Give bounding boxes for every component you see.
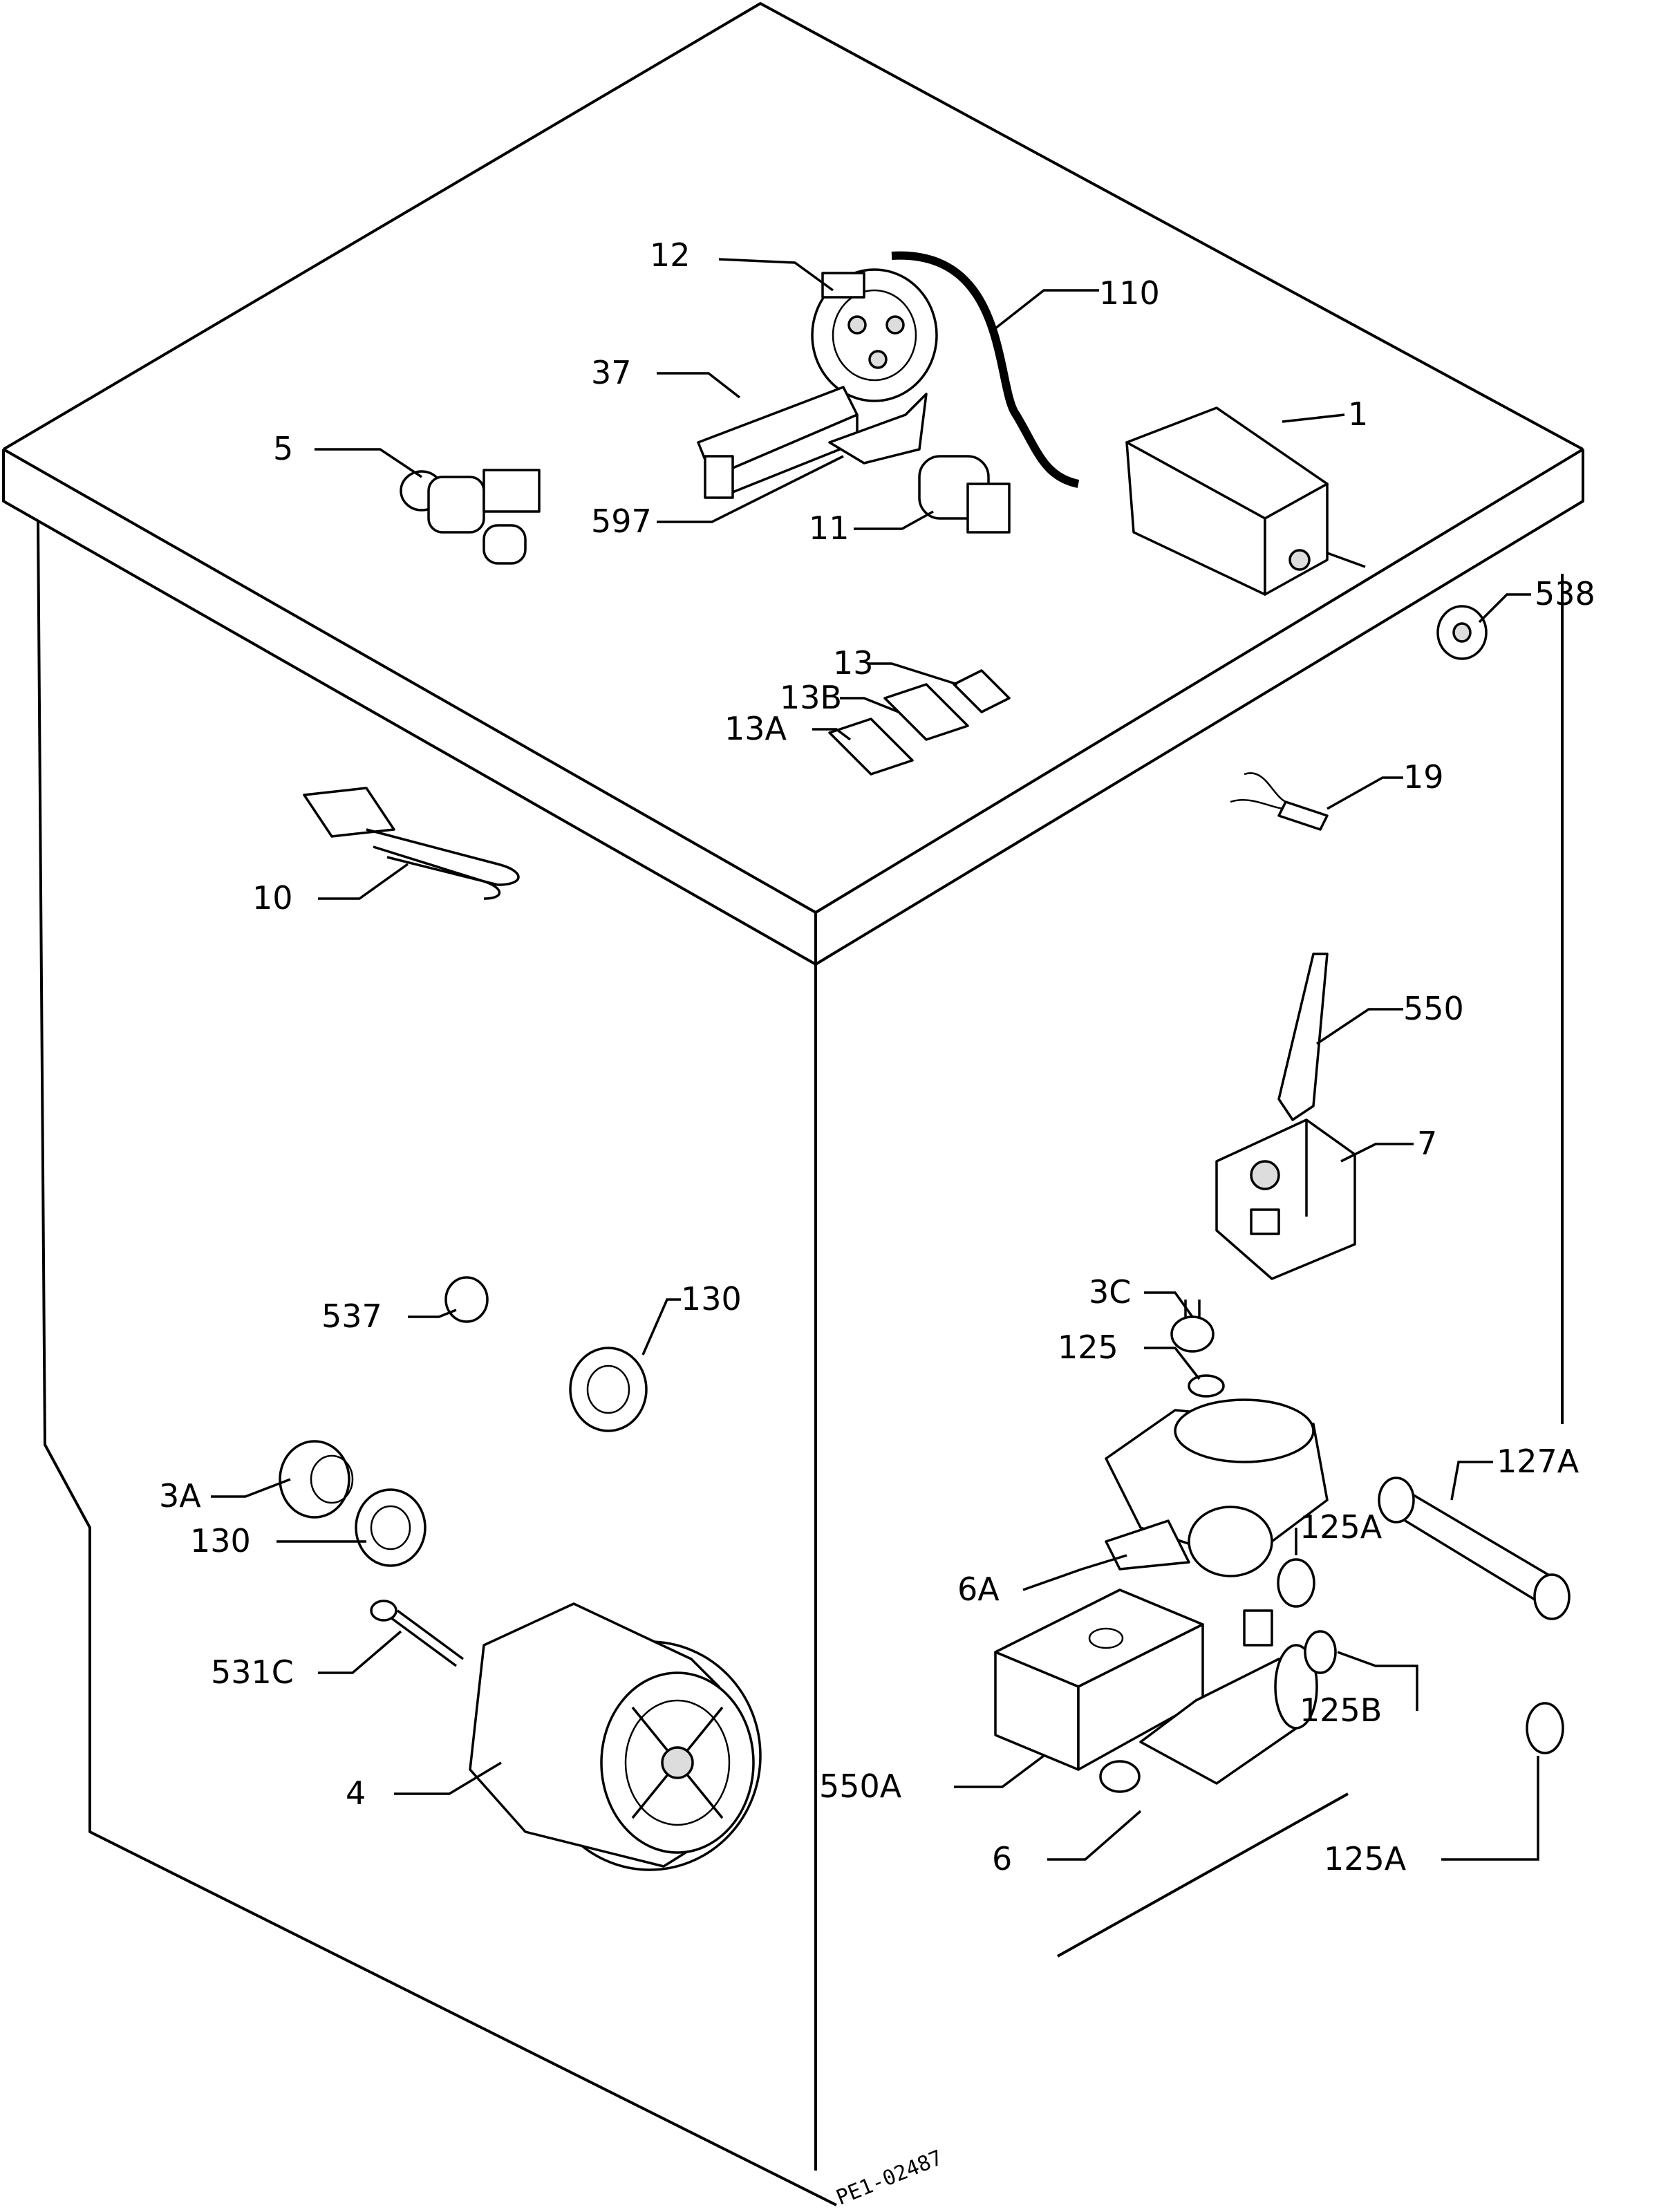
sensor-part-3c — [1170, 1300, 1215, 1353]
drawing-stamp: PE1-02487 — [833, 2146, 946, 2209]
suppressor-part-11 — [918, 455, 1011, 534]
label-130-left: 130 — [190, 1522, 251, 1559]
label-125a-lower: 125A — [1324, 1840, 1407, 1877]
seal-part-125b — [1304, 1630, 1337, 1674]
label-127a: 127A — [1497, 1443, 1580, 1480]
seal-part-125 — [1188, 1374, 1225, 1398]
label-6a: 6A — [957, 1571, 1000, 1608]
leader-lines — [211, 258, 1539, 1861]
label-550: 550 — [1403, 990, 1464, 1027]
seal-part-125a-upper — [1277, 1558, 1315, 1608]
sensor-part-19 — [1230, 772, 1329, 831]
connector-part-13b — [883, 683, 969, 741]
cover-part-550a — [994, 1588, 1204, 1771]
label-130-top: 130 — [681, 1280, 742, 1318]
label-19: 19 — [1403, 758, 1444, 796]
label-4: 4 — [346, 1774, 366, 1812]
label-10: 10 — [252, 879, 293, 917]
thermostat-part-3a — [279, 1440, 354, 1519]
label-3a: 3A — [159, 1477, 201, 1515]
grommet-part-130-left — [355, 1488, 427, 1567]
lever-part-550 — [1277, 953, 1329, 1121]
seal-part-125a-lower — [1526, 1702, 1564, 1754]
label-13a: 13A — [724, 710, 787, 747]
label-13: 13 — [833, 644, 874, 682]
cabinet-outline — [2, 2, 1584, 2206]
connector-part-13a — [828, 718, 914, 776]
label-7: 7 — [1417, 1125, 1437, 1162]
label-6: 6 — [992, 1840, 1012, 1877]
label-125: 125 — [1058, 1329, 1118, 1366]
connector-part-13 — [953, 669, 1011, 713]
label-531c: 531C — [211, 1653, 294, 1691]
label-37: 37 — [591, 354, 632, 391]
part-labels: 1 5 12 37 110 597 11 538 13 13B 13A 19 1… — [159, 236, 1595, 1877]
bracket-part-597 — [828, 393, 928, 465]
hose-part-110 — [891, 251, 1080, 488]
grommet-part-538 — [1436, 605, 1488, 660]
motor-part-4 — [469, 1602, 762, 1871]
label-12: 12 — [650, 236, 691, 274]
hose-part-127a — [1378, 1477, 1571, 1620]
label-597: 597 — [591, 503, 652, 540]
label-11: 11 — [809, 509, 850, 547]
door-lock-part-7 — [1215, 1118, 1356, 1280]
label-538: 538 — [1535, 575, 1595, 612]
screw-part-531c — [370, 1600, 465, 1667]
heating-element-part-10 — [303, 787, 520, 900]
label-550a: 550A — [819, 1768, 902, 1805]
grommet-part-130-top — [569, 1347, 648, 1432]
timer-part-1 — [1125, 406, 1366, 596]
cap-part-537 — [444, 1276, 489, 1323]
label-110: 110 — [1099, 274, 1160, 312]
label-1: 1 — [1348, 395, 1368, 433]
label-125a-upper: 125A — [1300, 1508, 1382, 1546]
label-3c: 3C — [1089, 1273, 1131, 1311]
pressure-switch-part-12 — [811, 268, 938, 402]
label-5: 5 — [273, 430, 293, 467]
drain-pump-part-6 — [1099, 1609, 1318, 1793]
inlet-valve-part-5 — [400, 469, 541, 565]
label-125b: 125B — [1300, 1691, 1382, 1729]
pump-housing-part-6a — [1105, 1398, 1329, 1577]
terminal-block-part-37 — [697, 386, 859, 499]
label-13b: 13B — [780, 679, 842, 716]
label-537: 537 — [321, 1297, 382, 1335]
